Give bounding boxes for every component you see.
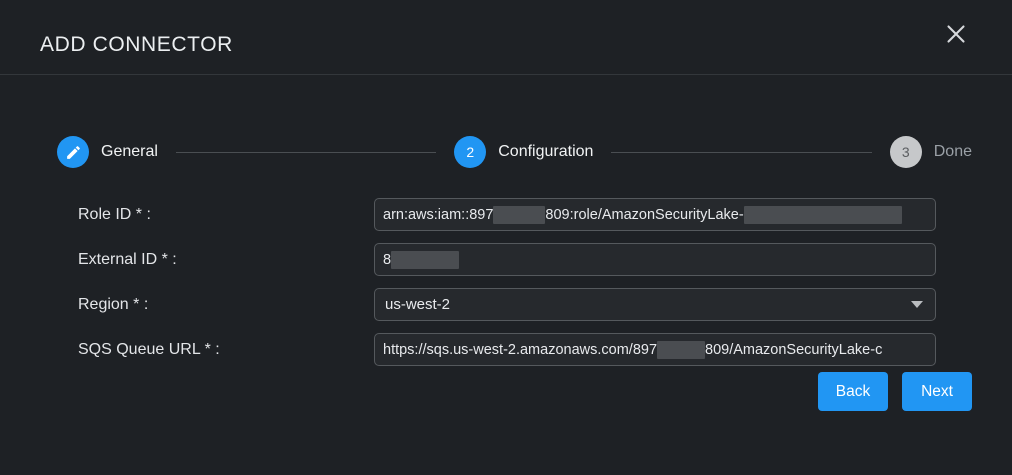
chevron-down-icon bbox=[911, 301, 923, 308]
edit-pencil-icon bbox=[57, 136, 89, 168]
region-selected-value: us-west-2 bbox=[385, 296, 451, 313]
form-row-sqs-queue-url: SQS Queue URL * : https://sqs.us-west-2.… bbox=[0, 327, 1012, 372]
input-value-text: https://sqs.us-west-2.amazonaws.com/897 bbox=[383, 341, 658, 358]
label-sqs-queue-url: SQS Queue URL * : bbox=[78, 340, 220, 358]
page-title: ADD CONNECTOR bbox=[40, 33, 233, 56]
wizard-stepper: General 2 Configuration 3 Done bbox=[57, 136, 972, 168]
input-value-text: 809:role/AmazonSecurityLake- bbox=[545, 206, 744, 223]
stepper-step-done[interactable]: 3 Done bbox=[889, 136, 972, 168]
next-button[interactable]: Next bbox=[902, 372, 972, 411]
label-region: Region * : bbox=[78, 295, 149, 313]
stepper-connector-line-1 bbox=[175, 151, 437, 153]
form-row-region: Region * : us-west-2 bbox=[0, 282, 1012, 327]
stepper-connector-line-2 bbox=[611, 151, 872, 153]
region-select[interactable]: us-west-2 bbox=[374, 288, 936, 321]
form-row-role-id: Role ID * : arn:aws:iam::897 809:role/Ama… bbox=[0, 192, 1012, 237]
field-control-sqs-queue-url: https://sqs.us-west-2.amazonaws.com/897 8… bbox=[374, 333, 936, 366]
dialog-action-bar: Back Next bbox=[818, 372, 972, 411]
stepper-label-done: Done bbox=[933, 143, 972, 160]
stepper-marker-2: 2 bbox=[454, 136, 487, 168]
field-control-region: us-west-2 bbox=[374, 288, 936, 321]
close-icon[interactable] bbox=[940, 18, 972, 50]
stepper-label-configuration: Configuration bbox=[498, 143, 594, 160]
redacted-block bbox=[493, 205, 546, 224]
back-button[interactable]: Back bbox=[818, 372, 888, 411]
field-control-external-id: 8 bbox=[374, 243, 936, 276]
stepper-marker-3: 3 bbox=[889, 136, 922, 168]
label-external-id: External ID * : bbox=[78, 250, 177, 268]
input-value-text: arn:aws:iam::897 bbox=[383, 206, 494, 223]
field-control-role-id: arn:aws:iam::897 809:role/AmazonSecurityL… bbox=[374, 198, 936, 231]
input-value-text: 809/AmazonSecurityLake-c bbox=[705, 341, 883, 358]
external-id-input[interactable]: 8 bbox=[374, 243, 936, 276]
label-role-id: Role ID * : bbox=[78, 205, 151, 223]
form-row-external-id: External ID * : 8 bbox=[0, 237, 1012, 282]
sqs-queue-url-input[interactable]: https://sqs.us-west-2.amazonaws.com/897 8… bbox=[374, 333, 936, 366]
stepper-label-general: General bbox=[101, 143, 158, 160]
redacted-block bbox=[391, 250, 460, 269]
role-id-input[interactable]: arn:aws:iam::897 809:role/AmazonSecurityL… bbox=[374, 198, 936, 231]
input-value-text: 8 bbox=[383, 251, 392, 268]
dialog-header: ADD CONNECTOR bbox=[0, 0, 1012, 75]
stepper-step-general[interactable]: General bbox=[57, 136, 158, 168]
redacted-block bbox=[657, 340, 706, 359]
redacted-block bbox=[743, 205, 902, 224]
stepper-step-configuration[interactable]: 2 Configuration bbox=[454, 136, 593, 168]
configuration-form: Role ID * : arn:aws:iam::897 809:role/Ama… bbox=[0, 192, 1012, 372]
